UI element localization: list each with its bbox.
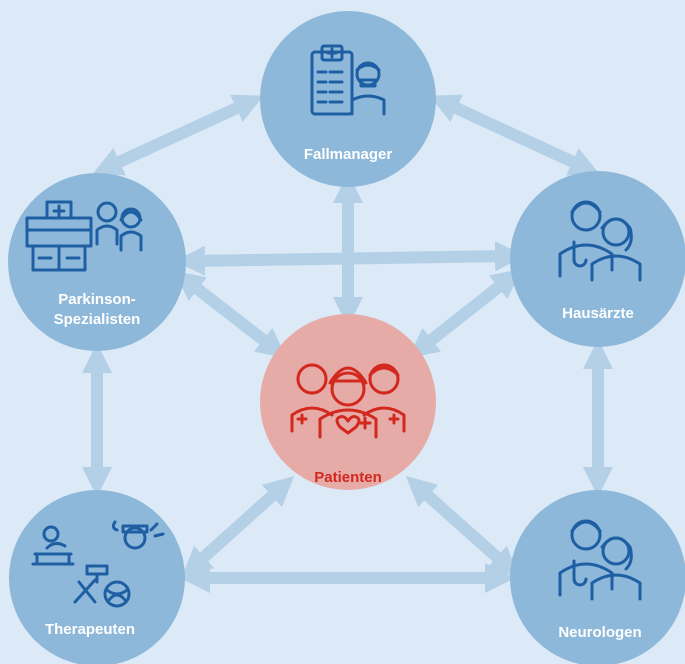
- doctors-icon: [558, 200, 642, 282]
- node-parkinson-spezialisten: Parkinson- Spezialisten: [8, 173, 186, 351]
- arrow-hausaerzte-patienten: [408, 268, 522, 359]
- arrow-neurologen-patienten: [405, 476, 520, 577]
- clipboard-doctor-icon: [310, 44, 386, 116]
- connection-arrows: [82, 94, 613, 593]
- node-hausaerzte: Hausärzte: [510, 171, 685, 347]
- arrow-fallmanager-parkinson: [92, 94, 264, 176]
- arrow-fallmanager-hausaerzte: [429, 94, 600, 176]
- node-label-parkinson-line1: Parkinson-: [58, 291, 136, 308]
- therapy-activities-icon: [31, 520, 165, 608]
- node-label-therapeuten: Therapeuten: [45, 621, 135, 638]
- node-label-hausaerzte: Hausärzte: [562, 305, 634, 322]
- arrow-therapeuten-patienten: [181, 475, 295, 578]
- node-fallmanager: Fallmanager: [260, 11, 436, 187]
- patients-group-icon: [290, 363, 406, 439]
- node-label-parkinson-line2: Spezialisten: [54, 311, 141, 328]
- arrow-parkinson-patienten: [174, 270, 287, 359]
- node-neurologen: Neurologen: [510, 490, 685, 664]
- node-label-fallmanager: Fallmanager: [304, 146, 393, 163]
- node-label-patienten: Patienten: [314, 469, 382, 486]
- doctors-icon: [558, 519, 642, 601]
- node-patienten: Patienten: [260, 314, 436, 490]
- arrow-parkinson-hausaerzte: [175, 241, 525, 276]
- node-therapeuten: Therapeuten: [9, 490, 185, 664]
- node-label-neurologen: Neurologen: [558, 624, 641, 641]
- hospital-doctors-icon: [25, 200, 143, 272]
